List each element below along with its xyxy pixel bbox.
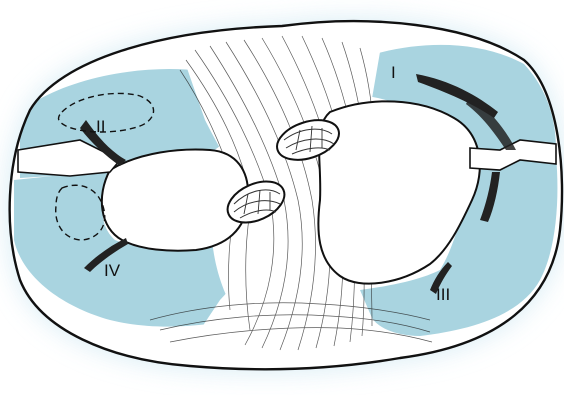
- left-lumen: [102, 150, 248, 251]
- label-IV: IV: [104, 261, 121, 280]
- label-I: I: [391, 63, 396, 82]
- label-III: III: [436, 285, 450, 304]
- label-II: II: [96, 117, 105, 136]
